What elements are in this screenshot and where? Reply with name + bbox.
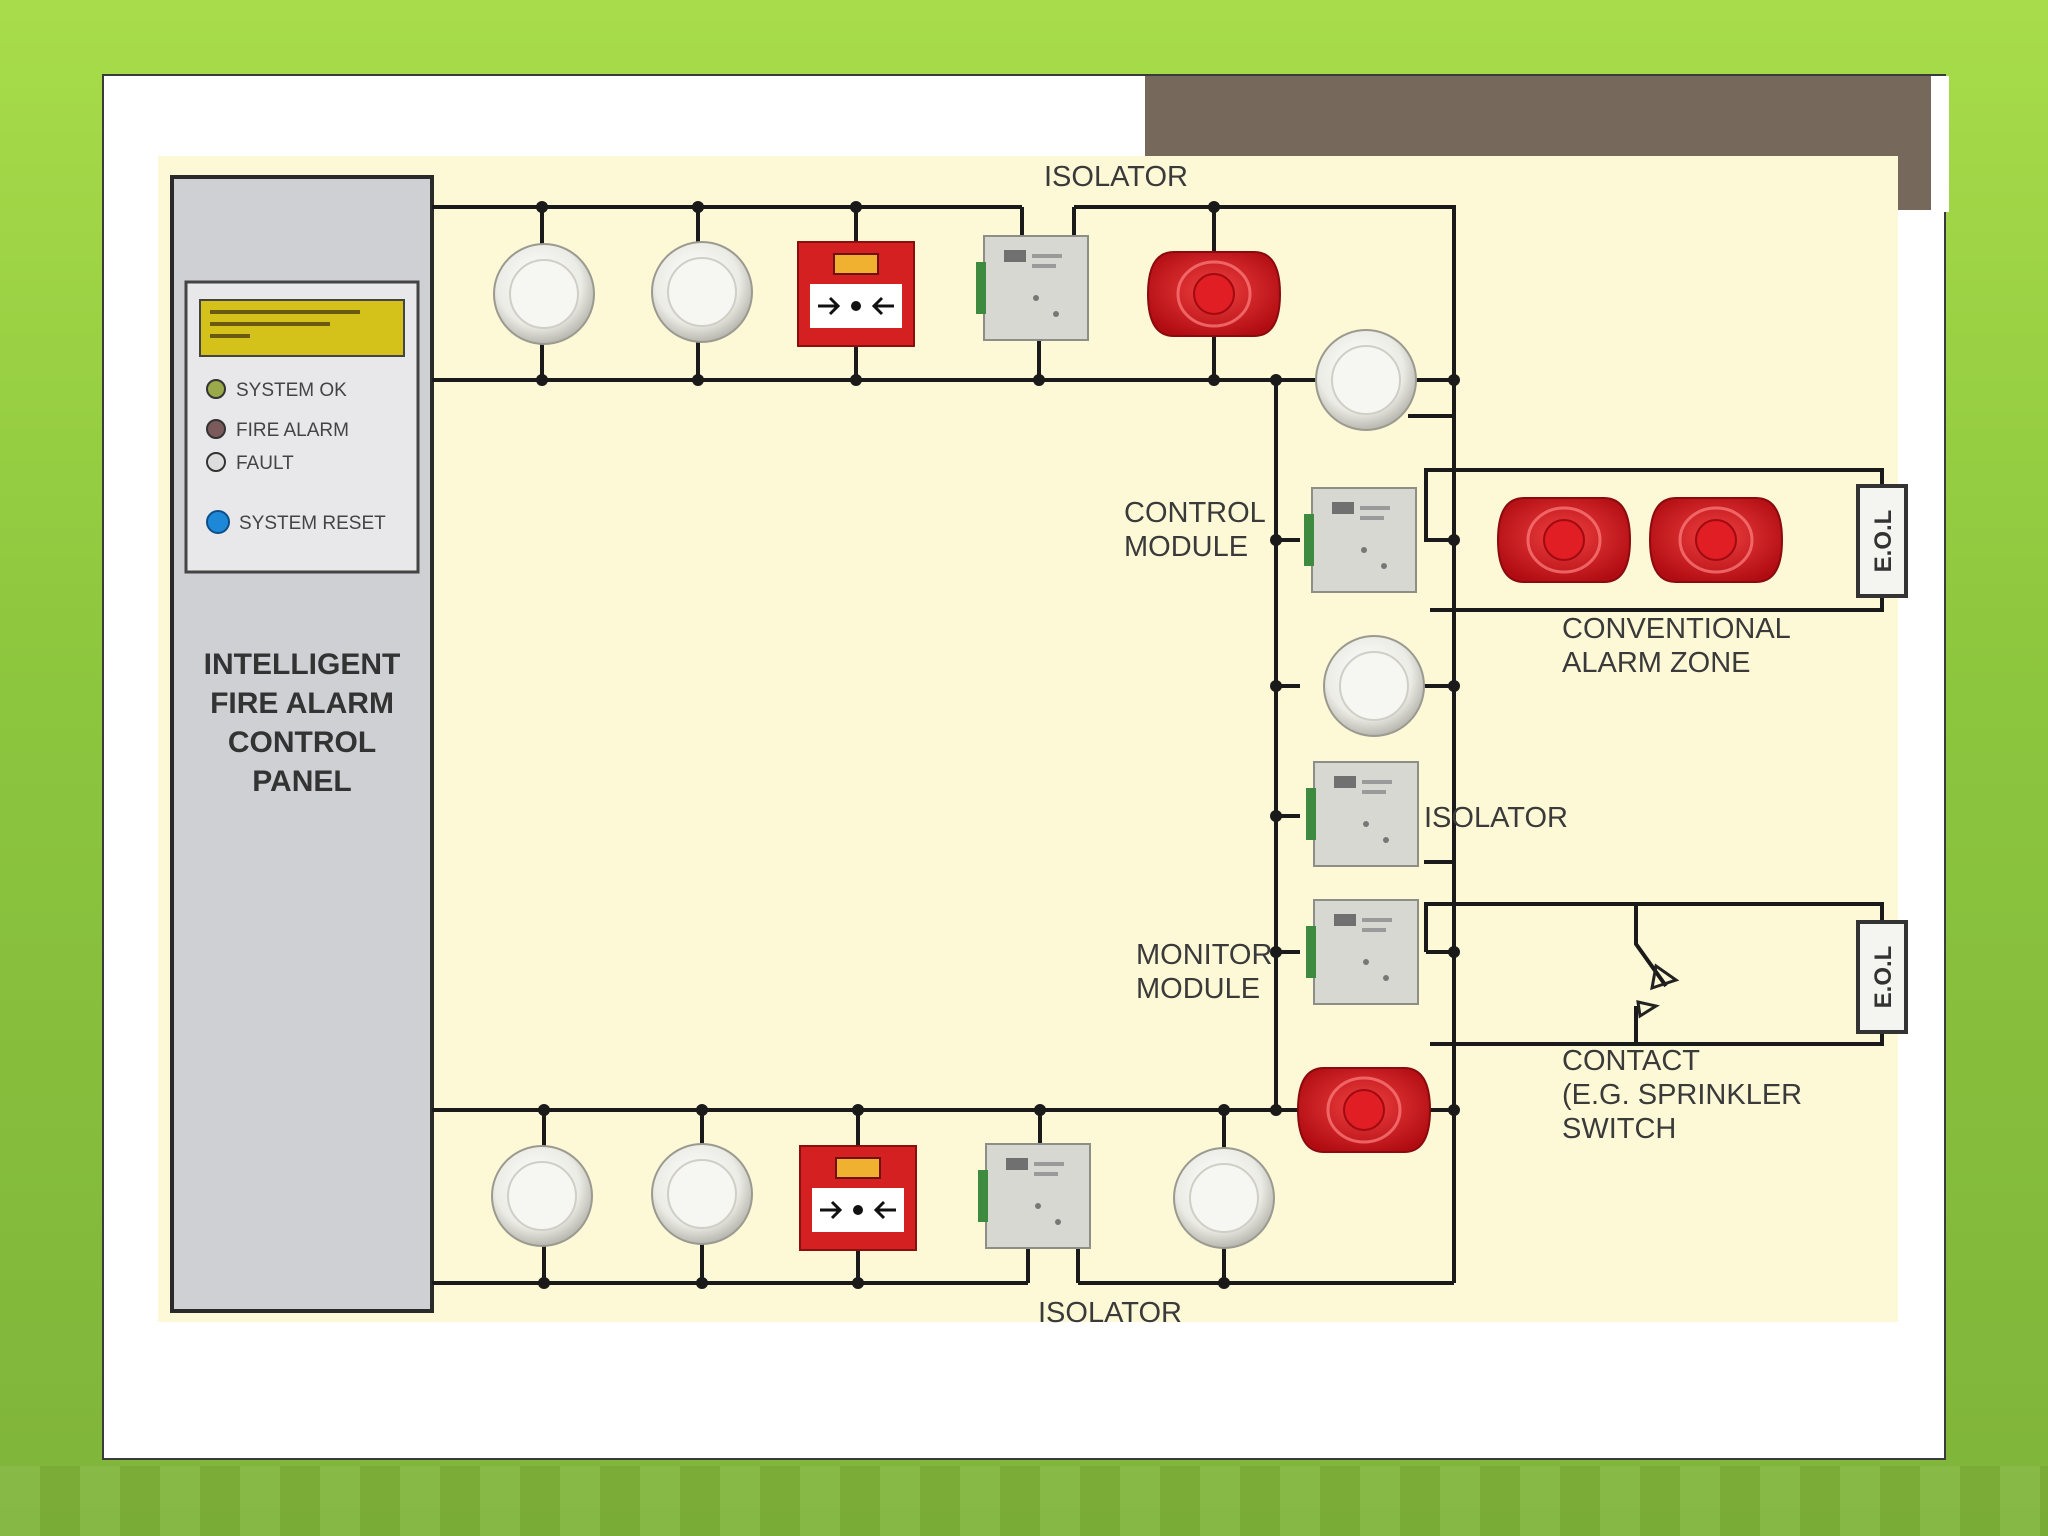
system-reset-button-icon [206, 510, 230, 534]
label-control-module-line-2: MODULE [1124, 531, 1248, 563]
label-conventional-zone-line-1: CONVENTIONAL [1562, 613, 1791, 645]
slide-content: SYSTEM OK FIRE ALARM FAULT SYSTEM RESET … [102, 74, 1949, 1460]
manual-call-point-icon [798, 1144, 918, 1252]
indicator-system-ok: SYSTEM OK [236, 380, 347, 401]
panel-title-line-4: PANEL [252, 765, 351, 798]
panel-title-line-3: CONTROL [228, 726, 376, 759]
wire-junctions [536, 201, 1460, 1289]
smoke-detector-icon [1323, 635, 1425, 737]
label-monitor-module-line-1: MONITOR [1136, 939, 1272, 971]
smoke-detector-icon [491, 1145, 593, 1247]
diagram-background [158, 156, 1898, 1322]
conventional-sounder-icon [1648, 496, 1784, 584]
label-isolator-top: ISOLATOR [1044, 161, 1188, 193]
background-stripes [0, 1466, 2048, 1536]
isolator-module-icon [1305, 761, 1419, 867]
isolator-module-icon [977, 1143, 1091, 1249]
manual-call-point-icon [796, 240, 916, 348]
heat-detector-icon [1315, 329, 1417, 431]
eol-label-1: E.O.L [1870, 510, 1897, 573]
label-contact-line-1: CONTACT [1562, 1045, 1700, 1077]
eol-label-2: E.O.L [1870, 946, 1897, 1009]
system-ok-led-icon [206, 379, 226, 399]
label-contact-line-3: SWITCH [1562, 1113, 1676, 1145]
label-monitor-module-line-2: MODULE [1136, 973, 1260, 1005]
label-conventional-zone-line-2: ALARM ZONE [1562, 647, 1751, 679]
sounder-icon [1146, 250, 1282, 338]
label-isolator-bottom: ISOLATOR [1038, 1297, 1182, 1329]
control-module-icon [1303, 487, 1417, 593]
sounder-icon [1296, 1066, 1432, 1154]
panel-title-line-1: INTELLIGENT [204, 648, 401, 681]
smoke-detector-icon [1173, 1147, 1275, 1249]
panel-title-line-2: FIRE ALARM [210, 687, 394, 720]
label-isolator-right: ISOLATOR [1424, 802, 1568, 834]
isolator-module-icon [975, 235, 1089, 341]
eol-resistor-1: E.O.L [1856, 484, 1908, 598]
fire-alarm-led-icon [206, 419, 226, 439]
smoke-detector-icon [651, 241, 753, 343]
eol-resistor-2: E.O.L [1856, 920, 1908, 1034]
indicator-system-reset: SYSTEM RESET [239, 513, 386, 534]
label-control-module-line-1: CONTROL [1124, 497, 1266, 529]
smoke-detector-icon [651, 1143, 753, 1245]
conventional-sounder-icon [1496, 496, 1632, 584]
fault-led-icon [206, 452, 226, 472]
sprinkler-contact-switch-icon [1636, 963, 1680, 1019]
panel-lcd-display [199, 299, 405, 357]
indicator-fault: FAULT [236, 453, 294, 474]
label-contact-line-2: (E.G. SPRINKLER [1562, 1079, 1802, 1111]
fire-alarm-loop-diagram: SYSTEM OK FIRE ALARM FAULT SYSTEM RESET … [158, 156, 1908, 1329]
monitor-module-icon [1305, 899, 1419, 1005]
smoke-detector-icon [493, 243, 595, 345]
indicator-fire-alarm: FIRE ALARM [236, 420, 349, 441]
control-panel: SYSTEM OK FIRE ALARM FAULT SYSTEM RESET … [170, 175, 434, 1313]
